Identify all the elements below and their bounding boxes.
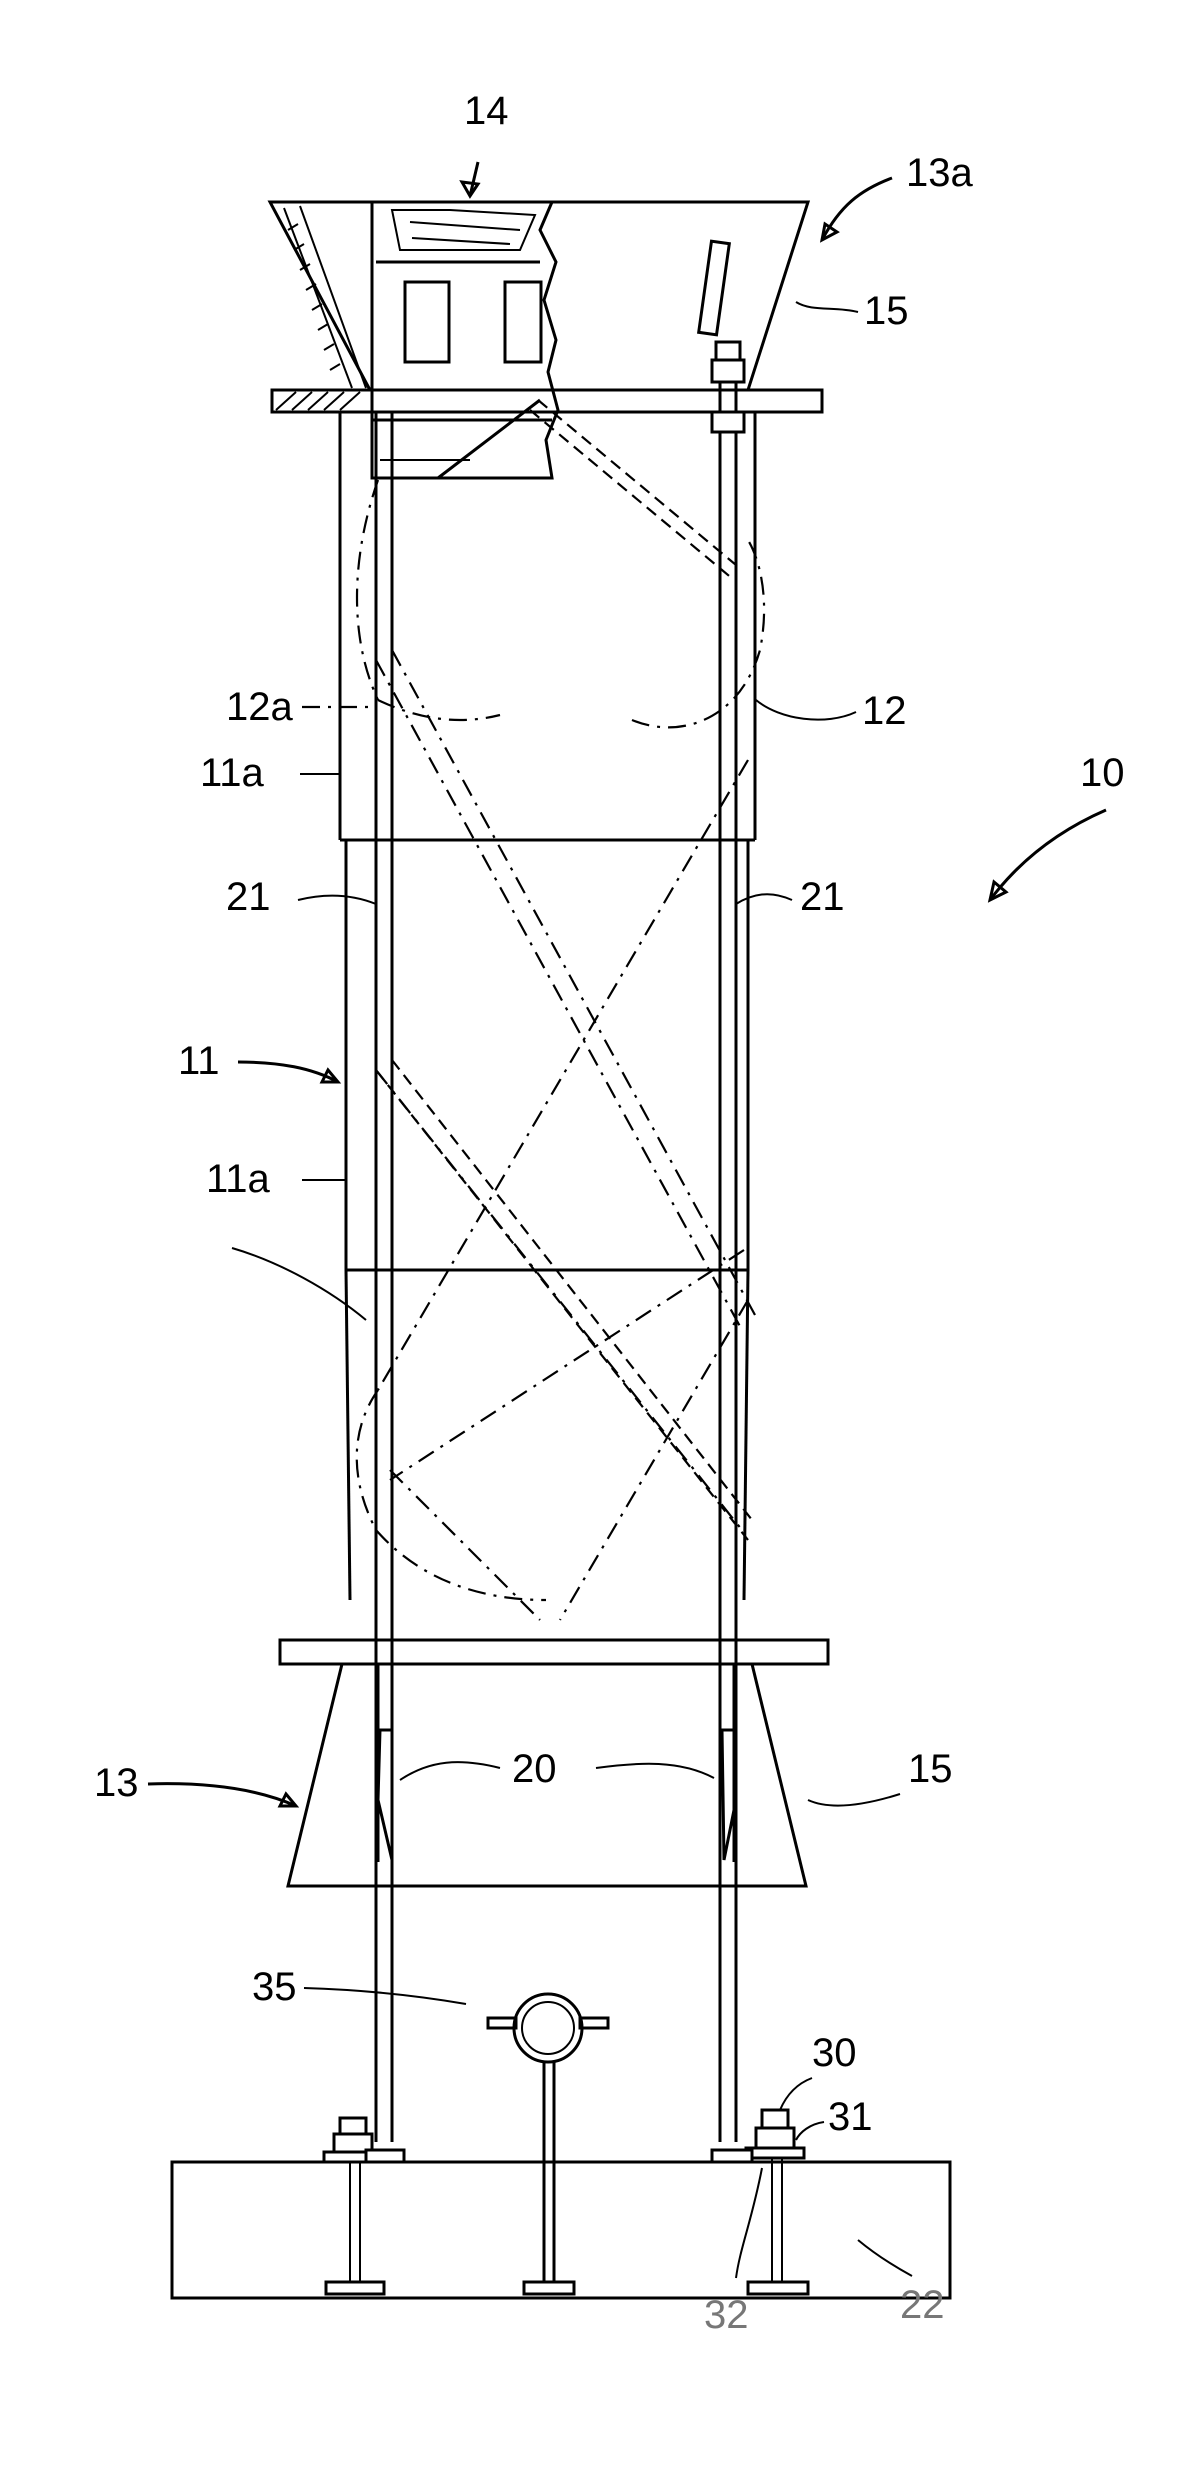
- label-15-top: 15: [864, 289, 909, 333]
- label-21-left: 21: [226, 875, 271, 919]
- label-11a-mid: 11a: [206, 1157, 271, 1201]
- label-10: 10: [1080, 751, 1125, 795]
- column-body: [338, 412, 757, 1601]
- helix-screw: [355, 399, 766, 1621]
- label-20: 20: [512, 1747, 557, 1791]
- bottom-flange: [278, 1638, 830, 1666]
- concrete-base: [170, 2160, 952, 2300]
- label-35: 35: [252, 1965, 297, 2009]
- tie-rods: [374, 340, 746, 2142]
- label-21-right: 21: [800, 875, 845, 919]
- label-14: 14: [464, 89, 509, 133]
- label-11: 11: [178, 1039, 220, 1083]
- leader-lines: [147, 161, 1107, 2279]
- label-13a: 13a: [906, 151, 973, 195]
- anchor-bolts: [322, 2108, 810, 2296]
- label-31: 31: [828, 2095, 873, 2139]
- label-11a-top: 11a: [200, 751, 265, 795]
- label-13: 13: [94, 1761, 139, 1805]
- pipe-clamp: [486, 1992, 610, 2296]
- top-flange: [270, 388, 824, 414]
- label-30: 30: [812, 2031, 857, 2075]
- label-22: 22: [900, 2283, 945, 2327]
- label-32: 32: [704, 2293, 749, 2337]
- label-12a: 12a: [226, 685, 293, 729]
- cutaway-section: [370, 201, 560, 480]
- label-12: 12: [862, 689, 907, 733]
- label-15-bottom: 15: [908, 1747, 953, 1791]
- reference-labels: 14 13a 15 12a 12 11a 10 21 21 11 11a 13 …: [94, 89, 1125, 2337]
- bottom-hopper: [286, 1662, 808, 1888]
